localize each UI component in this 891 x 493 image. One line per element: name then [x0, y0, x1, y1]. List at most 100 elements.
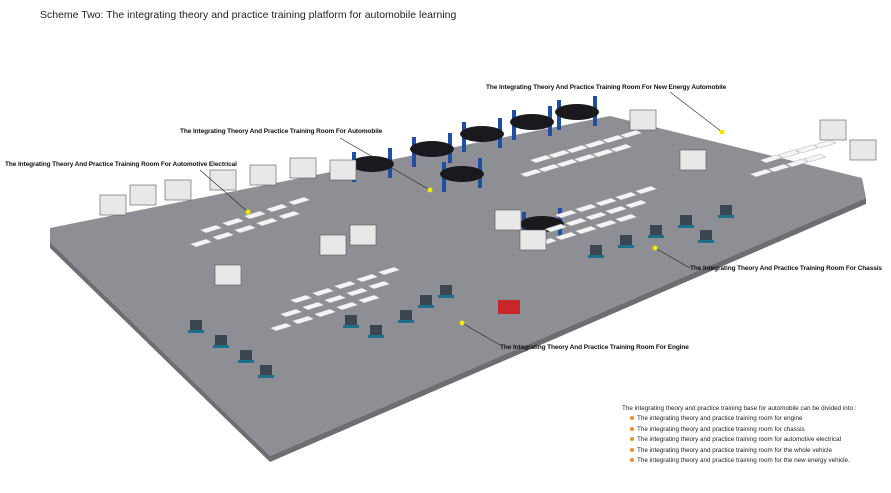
stand-base — [258, 375, 274, 378]
stand-base — [698, 240, 714, 243]
bullet-icon — [630, 458, 634, 463]
label-new-energy-room: The Integrating Theory And Practice Trai… — [486, 84, 727, 91]
display-board — [99, 194, 127, 216]
desk — [619, 129, 643, 139]
desk — [279, 308, 303, 318]
engine-stand — [400, 310, 412, 320]
engine-stand — [420, 295, 432, 305]
desk — [795, 144, 819, 154]
legend-item-text: The integrating theory and practice trai… — [637, 436, 842, 443]
bullet-icon — [630, 437, 634, 442]
engine-stand — [620, 235, 632, 245]
desk — [591, 148, 615, 158]
desk — [357, 294, 381, 304]
desk — [583, 139, 607, 149]
desk — [335, 301, 359, 311]
desk — [564, 217, 588, 227]
leader-lines — [199, 91, 723, 346]
desk — [767, 163, 791, 173]
stand-base — [588, 255, 604, 258]
display-board — [329, 159, 357, 181]
legend-heading: The integrating theory and practice trai… — [622, 405, 857, 412]
red-cabinet — [498, 300, 520, 314]
desk — [547, 149, 571, 159]
desk — [554, 231, 578, 241]
desk — [333, 280, 357, 290]
display-board — [494, 209, 522, 231]
display-board — [214, 264, 242, 286]
desk — [289, 294, 313, 304]
car — [410, 141, 454, 157]
bullet-icon — [630, 416, 634, 421]
legend-item: The integrating theory and practice trai… — [630, 415, 857, 422]
display-board — [819, 119, 847, 141]
legend-item: The integrating theory and practice trai… — [630, 457, 857, 464]
legend-item: The integrating theory and practice trai… — [630, 426, 857, 433]
desk — [323, 294, 347, 304]
desk — [269, 322, 293, 332]
legend-item: The integrating theory and practice trai… — [630, 447, 857, 454]
desk — [277, 210, 301, 220]
bullet-icon — [630, 447, 634, 452]
display-board — [209, 169, 237, 191]
desk — [594, 219, 618, 229]
legend-item: The integrating theory and practice trai… — [630, 436, 857, 443]
desk — [221, 217, 245, 227]
desk — [813, 139, 837, 149]
display-board — [319, 234, 347, 256]
desk — [377, 266, 401, 276]
desk — [634, 185, 658, 195]
legend-item-text: The integrating theory and practice trai… — [637, 446, 832, 454]
desk — [243, 210, 267, 220]
desk — [803, 153, 827, 163]
engine-stand — [440, 285, 452, 295]
desk — [777, 149, 801, 159]
desk — [291, 315, 315, 325]
desk — [785, 158, 809, 168]
desk — [313, 308, 337, 318]
desk — [367, 280, 391, 290]
display-board — [249, 164, 277, 186]
engine-stand — [650, 225, 662, 235]
desk — [544, 223, 568, 233]
engine-stand — [720, 205, 732, 215]
label-engine-room: The Integrating Theory And Practice Trai… — [500, 344, 689, 351]
engine-stand — [370, 325, 382, 335]
engine-stand — [700, 230, 712, 240]
display-board — [629, 109, 657, 131]
label-automobile-room: The Integrating Theory And Practice Trai… — [180, 128, 383, 135]
engine-stand — [680, 215, 692, 225]
desk — [604, 205, 628, 215]
floor — [50, 116, 866, 456]
stand-base — [618, 245, 634, 248]
desk — [311, 287, 335, 297]
desk — [759, 154, 783, 164]
stand-base — [398, 320, 414, 323]
legend: The integrating theory and practice trai… — [622, 405, 857, 468]
desk — [614, 191, 638, 201]
display-board — [349, 224, 377, 246]
desk — [189, 238, 213, 248]
car — [460, 126, 504, 142]
legend-item-text: The integrating theory and practice trai… — [637, 425, 805, 433]
stand-base — [238, 360, 254, 363]
display-board — [849, 139, 877, 161]
desk — [614, 213, 638, 223]
desk — [609, 143, 633, 153]
display-board — [519, 229, 547, 251]
desk — [574, 203, 598, 213]
car — [350, 156, 394, 172]
engine-stand — [215, 335, 227, 345]
engine-stand — [590, 245, 602, 255]
display-board — [289, 157, 317, 179]
room-markers — [245, 129, 725, 326]
desk — [554, 209, 578, 219]
desk — [529, 154, 553, 164]
stand-base — [438, 295, 454, 298]
engine-stand — [260, 365, 272, 375]
display-board — [679, 149, 707, 171]
stand-base — [213, 345, 229, 348]
desk — [211, 231, 235, 241]
desk — [584, 211, 608, 221]
